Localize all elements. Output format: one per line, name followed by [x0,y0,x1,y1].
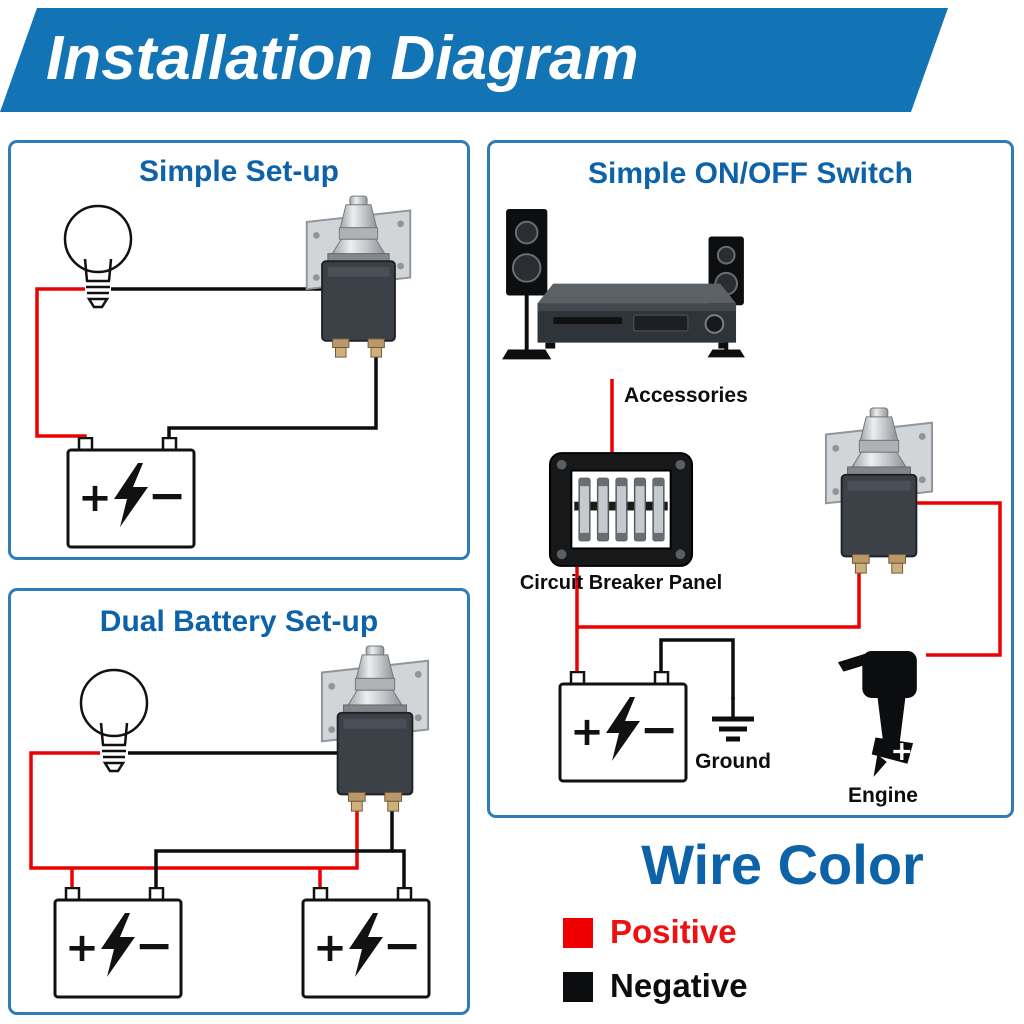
negative-wire [392,849,406,888]
header-banner: Installation Diagram [0,8,948,112]
negative-wire [167,355,378,438]
panel-dual-battery-title: Dual Battery Set-up [99,605,379,638]
ground-symbol-icon [712,697,754,739]
stereo-speakers-icon [501,207,746,361]
circuit-breaker-panel-icon [548,452,694,567]
panel-on-off-switch-title: Simple ON/OFF Switch [587,157,914,190]
panel-on-off-switch: Simple ON/OFF Switch Accessories Circuit… [487,140,1014,818]
positive-label: Positive [610,913,737,950]
battery-icon [301,887,431,999]
negative-color-swatch [563,972,593,1002]
dual-battery-diagram [29,645,431,999]
engine-icon [836,649,919,779]
battery-icon [53,887,183,999]
battery-icon [558,671,688,783]
positive-wire [29,751,359,870]
battery-icon [66,437,196,549]
negative-wire [659,638,735,700]
on-off-switch-diagram [501,207,1002,783]
battery-switch-icon [824,407,934,575]
page-title: Installation Diagram [46,24,639,93]
negative-label: Negative [610,967,748,1004]
simple-setup-diagram [35,195,412,549]
negative-wire [154,805,394,888]
light-bulb-icon [63,204,133,309]
light-bulb-icon [79,668,149,773]
positive-color-swatch [563,918,593,948]
positive-wire [35,287,87,440]
panel-dual-battery-setup: Dual Battery Set-up [8,588,470,1015]
accessories-label: Accessories [624,384,748,407]
ground-label: Ground [695,750,771,773]
circuit-breaker-label: Circuit Breaker Panel [519,572,723,594]
panel-simple-setup-title: Simple Set-up [138,155,340,188]
battery-switch-icon [305,195,412,359]
positive-wire [914,501,1002,657]
positive-wire [577,563,861,629]
engine-label: Engine [847,784,918,807]
battery-switch-icon [320,645,430,813]
panel-simple-setup: Simple Set-up [8,140,470,560]
wire-color-title: Wire Color [641,833,924,896]
